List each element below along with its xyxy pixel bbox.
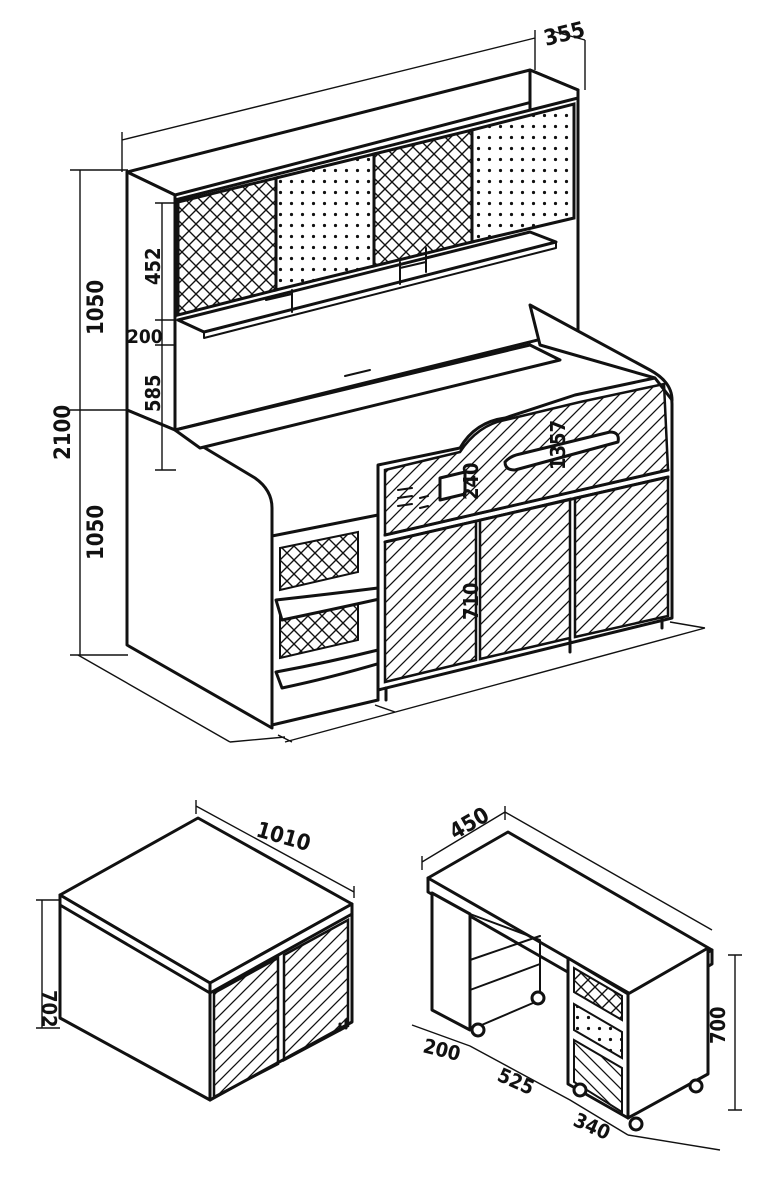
bay-panel-upper [279,530,359,592]
dim-desk-gap-label: 585 [141,374,165,412]
pedestal-panel-lower [573,1038,623,1114]
dim-lower-height-label: 1050 [84,505,109,560]
dim-cabinet-height-label-2: 702 [37,990,61,1028]
desk-module: 450 700 200 525 340 [411,803,742,1151]
dim-upper-height-label: 1050 [84,280,109,335]
main-unit: 355 2100 1050 1050 452 200 585 240 710 1… [51,18,706,743]
dim-desk-depth-label: 450 [446,803,494,845]
front-door-1 [383,519,478,684]
dim-cabinet-height-label: 452 [141,247,165,285]
desk-top [173,343,562,450]
front-door-3 [573,475,670,639]
dim-desk-leg-depth-label: 200 [421,1034,463,1066]
dim-cabinet-width-label: 1010 [253,818,313,857]
cabinet-door-right [282,917,350,1063]
cabinet-door-3 [372,128,474,268]
desk-pedestal-side [626,946,710,1120]
cabinet-door-2 [274,152,376,292]
dim-front-width-label: 1357 [546,420,570,470]
dim-shelf-gap-label: 200 [127,326,163,348]
front-door-2 [478,497,572,661]
pedestal-panel-upper [573,966,623,1022]
dim-front-height-label: 710 [459,582,483,620]
dim-total-height-label: 2100 [51,405,76,460]
handle-center [503,430,620,472]
dim-desk-height-label: 700 [706,1006,730,1044]
dim-desk-pedestal-width-label: 340 [570,1108,614,1145]
cabinet-door-1 [176,176,278,317]
desk-left-leg [430,891,472,1032]
dim-front-depth-label: 240 [459,462,483,500]
pedestal-panel-mid [573,1002,623,1060]
cabinet-door-4 [470,102,576,244]
cabinet-door-left [212,955,280,1100]
dim-depth-label: 355 [541,18,587,52]
cabinet-module: 1010 702 [36,800,355,1102]
dim-desk-knee-width-label: 525 [494,1063,538,1100]
lower-left-panel [125,408,274,730]
handle-left [438,470,467,502]
